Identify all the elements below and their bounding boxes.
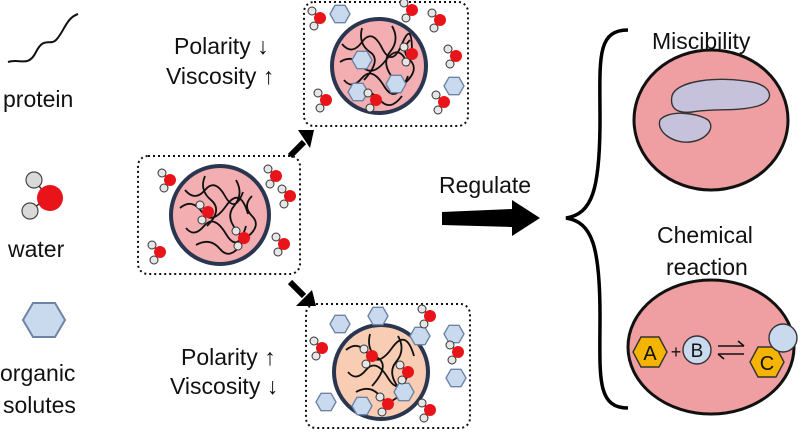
- legend-protein-label: protein: [3, 86, 74, 112]
- up-branch-arrow-icon: [287, 130, 314, 159]
- species-a-label: A: [643, 343, 657, 365]
- legend-water-label: water: [8, 236, 65, 262]
- miscibility-label: Miscibility: [652, 28, 751, 54]
- solute-hexagon-icon: [21, 302, 67, 338]
- center-box: [137, 155, 301, 275]
- top-polarity-label: Polarity ↓: [174, 33, 269, 59]
- legend-solutes-label-1: organic: [0, 360, 76, 386]
- species-b-label: B: [691, 341, 704, 362]
- phase-blob-2: [658, 112, 712, 143]
- curly-brace-icon: [565, 28, 629, 410]
- bottom-viscosity-label: Viscosity ↓: [170, 373, 278, 399]
- water-icon: [21, 171, 63, 220]
- protein-icon: [7, 13, 79, 63]
- regulate-label: Regulate: [439, 172, 532, 198]
- legend-solutes-label-2: solutes: [3, 392, 76, 418]
- bottom-polarity-label: Polarity ↑: [181, 344, 276, 370]
- phase-blob-1: [670, 78, 770, 113]
- top-viscosity-label: Viscosity ↑: [166, 63, 274, 89]
- top-polarity-text: Polarity: [174, 33, 251, 59]
- top-box: [303, 1, 469, 127]
- equilibrium-arrows-icon: [717, 340, 745, 360]
- reaction-label-1: Chemical: [657, 222, 753, 248]
- bottom-viscosity-arrow: ↓: [266, 373, 279, 399]
- plus-sign: +: [671, 342, 682, 362]
- reaction-label-2: reaction: [666, 254, 748, 280]
- top-viscosity-arrow: ↑: [262, 63, 275, 89]
- bottom-polarity-arrow: ↑: [264, 344, 276, 370]
- bottom-polarity-text: Polarity: [181, 344, 258, 370]
- species-c-label: C: [760, 353, 774, 375]
- species-c-hexagon-icon: [749, 346, 785, 378]
- species-a-hexagon-icon: [632, 336, 668, 368]
- species-c-bound-circle-icon: [768, 323, 798, 353]
- right-arrow-icon: [442, 200, 540, 236]
- miscibility-droplet: [632, 48, 790, 192]
- down-branch-arrow-icon: [287, 279, 316, 306]
- species-b-circle-icon: [682, 335, 712, 365]
- bottom-viscosity-text: Viscosity: [170, 373, 261, 399]
- top-viscosity-text: Viscosity: [166, 63, 257, 89]
- top-polarity-arrow: ↓: [257, 33, 269, 59]
- bottom-box: [305, 303, 471, 429]
